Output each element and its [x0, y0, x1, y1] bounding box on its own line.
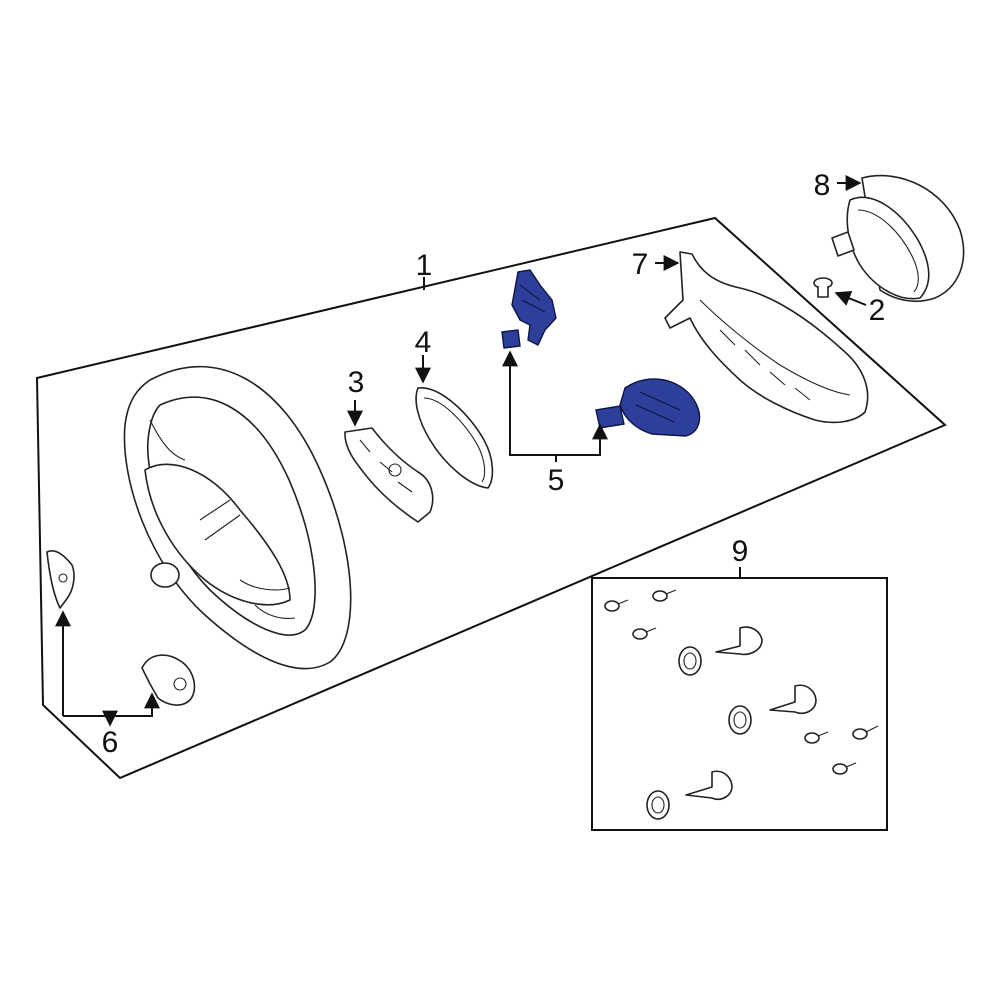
callout-5-leader	[509, 355, 601, 462]
callout-8: 8	[814, 169, 831, 202]
callout-3: 3	[348, 366, 365, 399]
callout-4: 4	[415, 326, 432, 359]
bushing[interactable]	[646, 790, 670, 820]
callout-6-leader	[62, 615, 153, 725]
callout-1: 1	[416, 249, 433, 282]
screw[interactable]	[632, 627, 657, 640]
airbag-bolt[interactable]	[813, 277, 833, 298]
screw[interactable]	[852, 725, 879, 740]
screw[interactable]	[832, 762, 857, 775]
back-cover[interactable]	[664, 251, 869, 424]
right-trim-cover[interactable]	[141, 654, 196, 706]
switch-upper-highlighted[interactable]	[501, 269, 557, 349]
pin[interactable]	[715, 626, 763, 656]
assembly-panel-outline	[35, 216, 947, 780]
callout-7: 7	[632, 248, 649, 281]
bushing[interactable]	[728, 705, 752, 735]
pin[interactable]	[685, 770, 733, 801]
callout-6: 6	[102, 726, 119, 759]
callout-2-leader	[834, 290, 867, 306]
callout-2: 2	[869, 294, 886, 327]
steering-wheel[interactable]	[123, 365, 352, 670]
cover-bracket[interactable]	[344, 427, 434, 523]
bushing[interactable]	[678, 646, 702, 676]
ring-plate[interactable]	[415, 387, 494, 489]
callout-9: 9	[732, 535, 749, 568]
screw[interactable]	[804, 731, 829, 744]
hardware-kit-box	[591, 577, 888, 831]
pin[interactable]	[769, 684, 817, 715]
left-trim-clip[interactable]	[46, 550, 75, 609]
screw[interactable]	[652, 589, 677, 602]
airbag-module[interactable]	[831, 174, 965, 302]
switch-lower-highlighted[interactable]	[595, 378, 701, 437]
callout-5: 5	[548, 464, 565, 497]
screw[interactable]	[604, 599, 629, 612]
